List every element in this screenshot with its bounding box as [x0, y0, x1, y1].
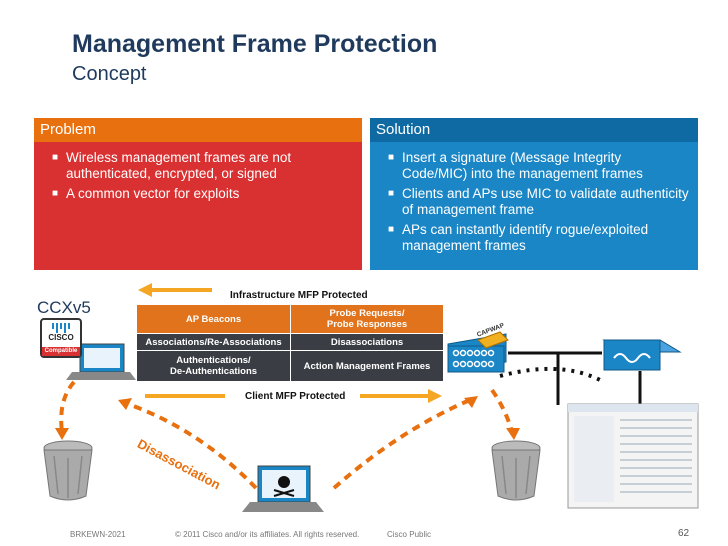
frame-ap-beacons: AP Beacons — [137, 305, 290, 333]
page-number: 62 — [678, 528, 690, 539]
footer-session: BRKEWN-2021 — [70, 530, 126, 539]
frame-authentications: Authentications/ De-Authentications — [137, 350, 290, 381]
problem-panel: Wireless management frames are not authe… — [34, 142, 362, 270]
trash-can-icon — [491, 440, 541, 501]
management-console-icon — [567, 403, 699, 509]
footer-copyright: © 2011 Cisco and/or its affiliates. All … — [175, 530, 360, 539]
compatible-label: Compatible — [42, 347, 80, 356]
solution-bullet: Clients and APs use MIC to validate auth… — [388, 186, 690, 218]
slide-title: Management Frame Protection — [72, 30, 438, 58]
problem-heading: Problem — [34, 118, 362, 142]
slide-subtitle: Concept — [72, 63, 147, 85]
solution-bullet: Insert a signature (Message Integrity Co… — [388, 150, 690, 182]
problem-bullet: A common vector for exploits — [52, 186, 352, 202]
client-laptop-icon — [66, 343, 136, 380]
frame-probe: Probe Requests/ Probe Responses — [290, 305, 443, 333]
client-mfp-label: Client MFP Protected — [245, 391, 346, 402]
frame-associations: Associations/Re-Associations — [137, 333, 290, 350]
attacker-laptop-icon — [242, 465, 324, 512]
problem-bullet: Wireless management frames are not authe… — [52, 150, 352, 182]
cisco-badge-text: CISCO — [48, 333, 74, 342]
frame-disassociations: Disassociations — [290, 333, 443, 350]
capwap-tunnel — [477, 331, 509, 349]
cisco-compatible-badge: CISCO Compatible — [40, 318, 82, 358]
client-arrow — [145, 389, 442, 403]
solution-heading: Solution — [370, 118, 698, 142]
frame-action-management: Action Management Frames — [290, 350, 443, 381]
wireless-controller-icon — [602, 320, 682, 371]
ccx-label: CCXv5 — [37, 298, 91, 317]
cisco-bars-icon — [42, 323, 80, 333]
solution-bullet: APs can instantly identify rogue/exploit… — [388, 222, 690, 254]
footer-classification: Cisco Public — [387, 530, 432, 539]
infra-mfp-label: Infrastructure MFP Protected — [230, 290, 368, 301]
trash-can-icon — [43, 440, 93, 501]
infra-arrow — [138, 283, 212, 297]
dotted-link — [499, 366, 601, 382]
solution-panel: Insert a signature (Message Integrity Co… — [370, 142, 698, 270]
